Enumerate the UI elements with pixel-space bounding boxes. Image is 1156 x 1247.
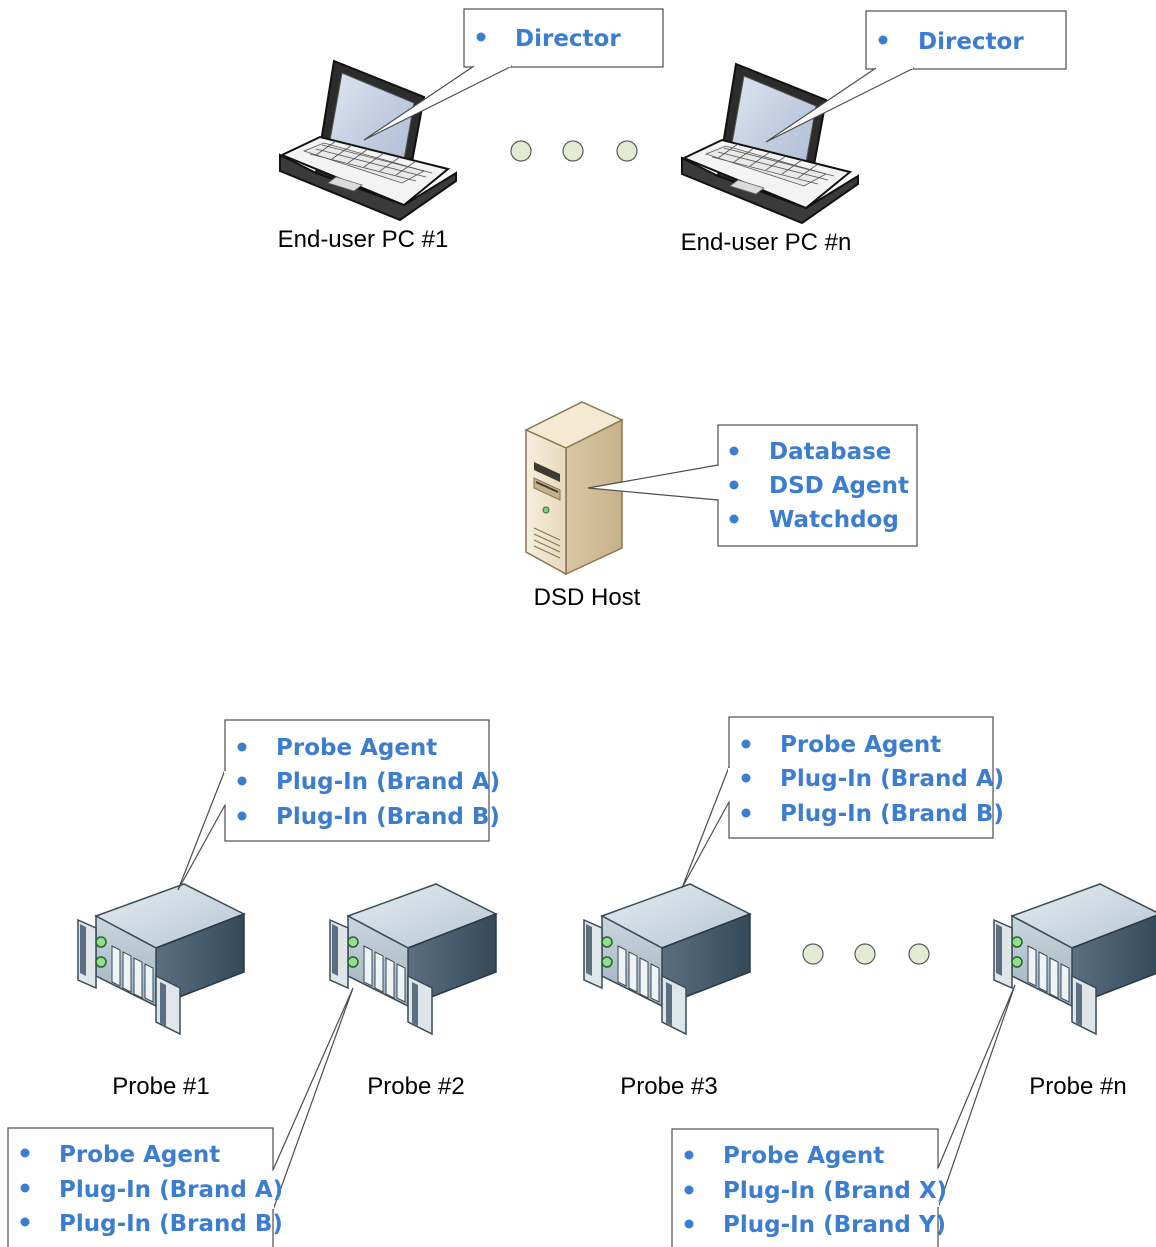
- callout-item: Probe Agent: [780, 732, 941, 758]
- callout-item: Watchdog: [769, 507, 899, 533]
- bullet-icon: [237, 811, 247, 821]
- callout-item: Director: [515, 26, 621, 52]
- callout-box: [463, 8, 664, 68]
- node-label: Probe #2: [367, 1073, 464, 1100]
- callout-item: Director: [918, 29, 1024, 55]
- callout-item: Plug-In (Brand A): [59, 1177, 283, 1203]
- node-probe-n: Probe #n: [993, 883, 1156, 1100]
- node-end-user-pc-1: End-user PC #1: [278, 60, 457, 253]
- callout-item: Plug-In (Brand X): [723, 1178, 947, 1204]
- bullet-icon: [878, 35, 888, 45]
- bullet-icon: [729, 514, 739, 524]
- node-end-user-pc-n: End-user PC #n: [681, 63, 859, 256]
- callout-box: [865, 10, 1067, 70]
- callout-pointer: [937, 984, 1016, 1209]
- callout-item: Plug-In (Brand A): [780, 766, 1004, 792]
- callout-pointer: [177, 769, 226, 891]
- ellipsis-dot: [802, 943, 824, 965]
- callout-item: Probe Agent: [723, 1143, 884, 1169]
- bullet-icon: [741, 739, 751, 749]
- ellipsis-probes: [802, 943, 930, 965]
- rack-server-icon: [329, 883, 497, 1035]
- node-label: End-user PC #1: [278, 226, 449, 253]
- bullet-icon: [729, 480, 739, 490]
- callout-pc1: Director: [363, 8, 664, 141]
- callout-pointer: [272, 987, 354, 1211]
- node-probe-3: Probe #3: [583, 883, 751, 1100]
- ellipsis-dot: [562, 140, 584, 162]
- callout-box: [717, 424, 918, 547]
- bullet-icon: [20, 1183, 30, 1193]
- callout-pointer: [363, 65, 513, 141]
- callout-pointer: [681, 766, 730, 889]
- callout-item: DSD Agent: [769, 473, 909, 499]
- node-label: End-user PC #n: [681, 229, 852, 256]
- rack-server-icon: [583, 883, 751, 1035]
- bullet-icon: [476, 32, 486, 42]
- callout-probe2: Probe Agent Plug-In (Brand A) Plug-In (B…: [7, 987, 354, 1247]
- node-label: Probe #n: [1029, 1073, 1126, 1100]
- node-dsd-host: DSD Host: [525, 401, 641, 611]
- callout-item: Plug-In (Brand Y): [723, 1212, 946, 1238]
- callout-pointer: [765, 67, 915, 143]
- callout-pcn: Director: [765, 10, 1067, 143]
- callout-item: Probe Agent: [59, 1142, 220, 1168]
- callout-box: [728, 716, 994, 839]
- bullet-icon: [729, 446, 739, 456]
- callout-item: Plug-In (Brand B): [780, 801, 1004, 827]
- node-label: Probe #1: [112, 1073, 209, 1100]
- bullet-icon: [741, 808, 751, 818]
- callout-pointer: [587, 464, 719, 501]
- bullet-icon: [237, 742, 247, 752]
- callout-item: Plug-In (Brand B): [59, 1211, 283, 1237]
- bullet-icon: [237, 776, 247, 786]
- node-label: Probe #3: [620, 1073, 717, 1100]
- callout-box: [224, 719, 490, 842]
- callout-box: [7, 1127, 274, 1247]
- bullet-icon: [684, 1219, 694, 1229]
- node-probe-2: Probe #2: [329, 883, 497, 1100]
- bullet-icon: [20, 1148, 30, 1158]
- bullet-icon: [20, 1217, 30, 1227]
- callout-dsd-host: Database DSD Agent Watchdog: [587, 424, 918, 547]
- bullet-icon: [684, 1185, 694, 1195]
- node-probe-1: Probe #1: [77, 883, 245, 1100]
- bullet-icon: [684, 1150, 694, 1160]
- rack-server-icon: [993, 883, 1156, 1035]
- callout-proben: Probe Agent Plug-In (Brand X) Plug-In (B…: [671, 984, 1016, 1247]
- callout-probe3: Probe Agent Plug-In (Brand A) Plug-In (B…: [681, 716, 1004, 889]
- callout-item: Plug-In (Brand B): [276, 804, 500, 830]
- callout-probe1: Probe Agent Plug-In (Brand A) Plug-In (B…: [177, 719, 500, 891]
- node-label: DSD Host: [534, 584, 641, 611]
- rack-server-icon: [77, 883, 245, 1035]
- laptop-icon: [681, 63, 859, 224]
- ellipsis-dot: [908, 943, 930, 965]
- ellipsis-dot: [616, 140, 638, 162]
- callout-item: Plug-In (Brand A): [276, 769, 500, 795]
- laptop-icon: [279, 60, 457, 221]
- ellipsis-pcs: [510, 140, 638, 162]
- callout-item: Database: [769, 439, 891, 465]
- ellipsis-dot: [854, 943, 876, 965]
- ellipsis-dot: [510, 140, 532, 162]
- callout-box: [671, 1128, 939, 1247]
- bullet-icon: [741, 773, 751, 783]
- callout-item: Probe Agent: [276, 735, 437, 761]
